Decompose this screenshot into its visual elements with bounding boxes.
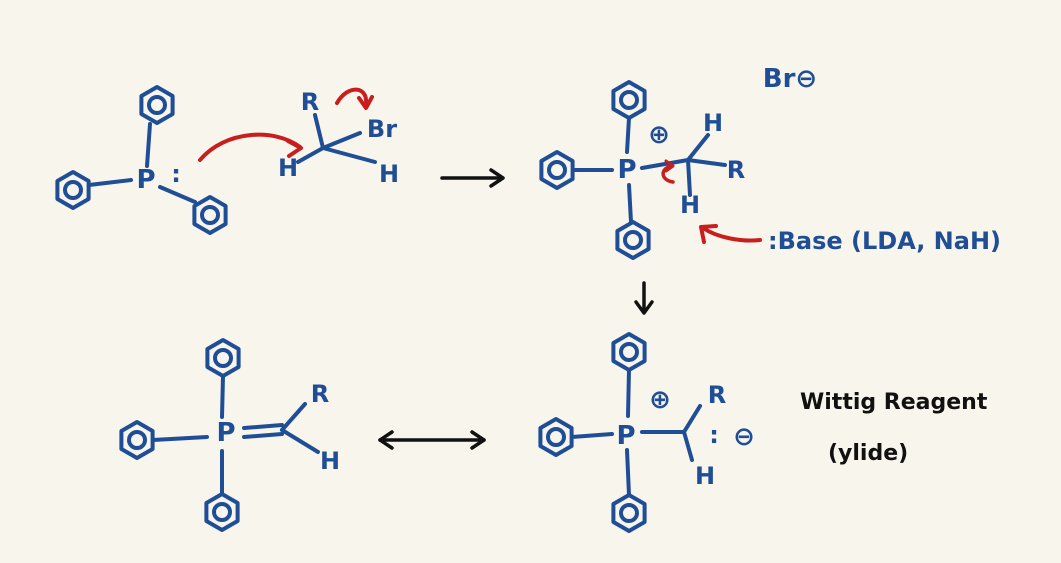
- phosphorus-atom: P: [617, 155, 636, 185]
- r-group: R: [708, 381, 726, 409]
- phenyl-ring: [204, 492, 240, 532]
- phenyl-ring: [119, 420, 155, 460]
- positive-charge: ⊕: [649, 385, 671, 415]
- base-label: :Base (LDA, NaH): [768, 227, 1001, 255]
- arrow-head: [286, 139, 303, 158]
- phenyl-ring: [538, 417, 574, 457]
- hydrogen-atom: H: [278, 154, 298, 182]
- phenyl-ring: [139, 85, 175, 125]
- arrow-head: [664, 159, 675, 173]
- arrow-head: [699, 224, 718, 244]
- reaction-arrow: [440, 168, 505, 188]
- ylide-label: (ylide): [828, 441, 908, 466]
- triphenylphosphine: [55, 85, 228, 235]
- r-group: R: [727, 156, 745, 184]
- ylide-charged-form: [538, 332, 702, 533]
- phenyl-ring: [611, 493, 647, 533]
- leaving-group-arrow: [335, 87, 369, 106]
- resonance-arrow: [378, 430, 486, 450]
- phosphorus-atom: P: [216, 418, 235, 448]
- phenyl-ring: [611, 332, 647, 372]
- phosphorus-atom: P: [136, 165, 155, 195]
- r-group: R: [301, 88, 319, 116]
- hydrogen-atom: H: [695, 462, 715, 490]
- lone-pair: :: [171, 160, 181, 188]
- arrow-head: [357, 95, 374, 110]
- reaction-arrow: [634, 281, 654, 315]
- ylide-ylene-form: [119, 338, 320, 532]
- positive-charge: ⊕: [648, 120, 670, 150]
- phenyl-ring: [615, 220, 651, 260]
- hydrogen-atom: H: [379, 160, 399, 188]
- lone-pair: :: [709, 421, 719, 449]
- alkyl-bromide: [296, 113, 377, 164]
- r-group: R: [311, 380, 329, 408]
- negative-charge: ⊖: [733, 422, 755, 452]
- wittig-reagent-label: Wittig Reagent: [800, 390, 988, 415]
- bromide-ion: Br⊖: [763, 64, 817, 94]
- bromine-atom: Br: [367, 115, 397, 143]
- hydrogen-atom: H: [680, 191, 700, 219]
- phenyl-ring: [611, 80, 647, 120]
- phosphorus-atom: P: [616, 421, 635, 451]
- phenyl-ring: [539, 150, 575, 190]
- phenyl-ring: [55, 170, 91, 210]
- hydrogen-atom: H: [703, 109, 723, 137]
- base-attack-arrow: [701, 226, 762, 243]
- phenyl-ring: [205, 338, 241, 378]
- hydrogen-atom: H: [320, 447, 340, 475]
- phosphonium-salt: [539, 80, 727, 260]
- phenyl-ring: [192, 195, 228, 235]
